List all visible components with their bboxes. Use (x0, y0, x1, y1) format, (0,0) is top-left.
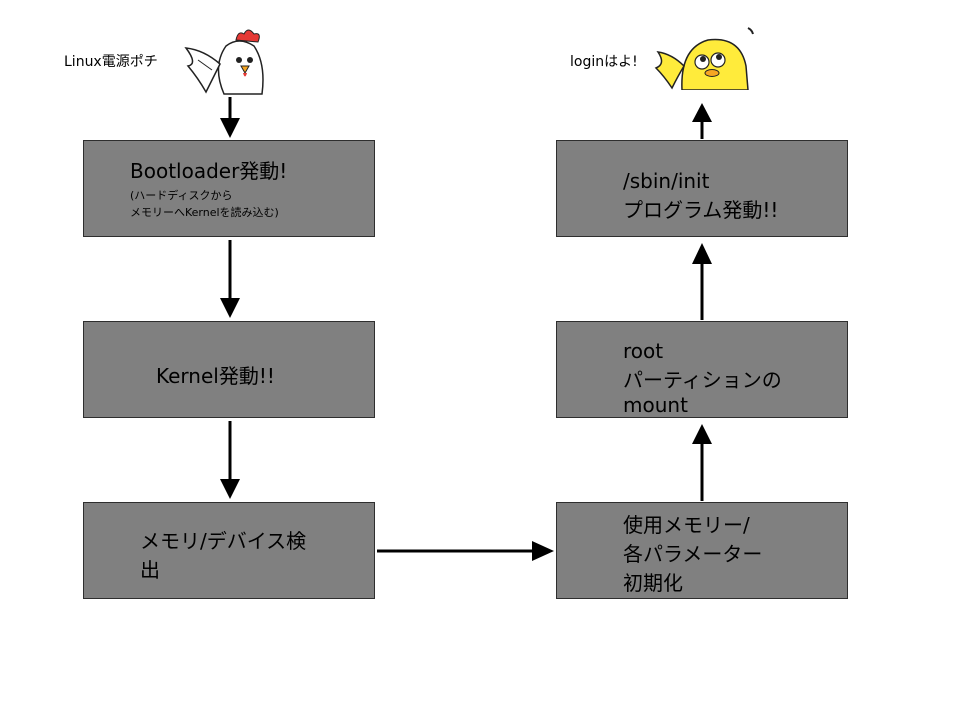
init-params-line3: 初期化 (623, 571, 683, 595)
step-bootloader: Bootloader発動! (ハードディスクから メモリーへKernelを読み込… (83, 140, 375, 237)
start-label: Linux電源ポチ (64, 54, 158, 70)
mount-line2: パーティションの (623, 368, 782, 392)
end-label: loginはよ! (570, 54, 638, 70)
init-params-line1: 使用メモリー/ (623, 513, 750, 537)
step-sbin-init: /sbin/init プログラム発動!! (556, 140, 848, 237)
bootloader-note-line1: (ハードディスクから (130, 189, 233, 202)
mount-line3: mount (623, 393, 688, 417)
bootloader-note-line2: メモリーへKernelを読み込む) (130, 206, 279, 219)
step-kernel: Kernel発動!! (83, 321, 375, 418)
step-root-mount: root パーティションの mount (556, 321, 848, 418)
step-device-detect: メモリ/デバイス検 出 (83, 502, 375, 599)
init-line1: /sbin/init (623, 169, 710, 193)
step-init-params: 使用メモリー/ 各パラメーター 初期化 (556, 502, 848, 599)
init-line2: プログラム発動!! (623, 198, 779, 222)
yellow-chick-icon (654, 27, 754, 90)
bootloader-title: Bootloader発動! (130, 159, 288, 183)
mount-line1: root (623, 339, 664, 363)
rooster-icon (184, 29, 264, 95)
detect-line2: 出 (140, 558, 160, 582)
kernel-title: Kernel発動!! (156, 364, 275, 388)
init-params-line2: 各パラメーター (623, 542, 763, 566)
detect-line1: メモリ/デバイス検 (140, 529, 307, 553)
